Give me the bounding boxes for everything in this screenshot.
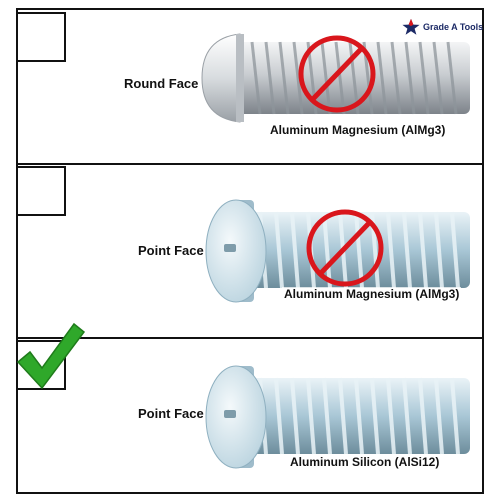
brand-name: Grade A Tools [423,22,484,32]
row-divider [16,163,484,165]
brand-logo: Grade A Tools [402,18,483,36]
prohibited-icon [306,209,384,287]
face-label: Round Face [124,76,199,91]
face-label: Point Face [138,406,204,421]
round-face-stud-icon [201,33,470,123]
material-label: Aluminum Magnesium (AlMg3) [282,287,462,301]
checkbox-point-face-almg3[interactable] [16,166,66,216]
row-divider [16,337,484,339]
point-face-stud-icon [205,199,470,303]
point-face-stud-icon [205,365,470,469]
material-label: Aluminum Silicon (AlSi12) [288,455,442,469]
checkmark-icon [16,322,86,390]
face-label: Point Face [138,243,204,258]
star-icon [402,18,420,35]
prohibited-icon [298,35,376,113]
checkbox-round-face[interactable] [16,12,66,62]
outer-frame [16,8,484,494]
material-label: Aluminum Magnesium (AlMg3) [268,123,448,137]
